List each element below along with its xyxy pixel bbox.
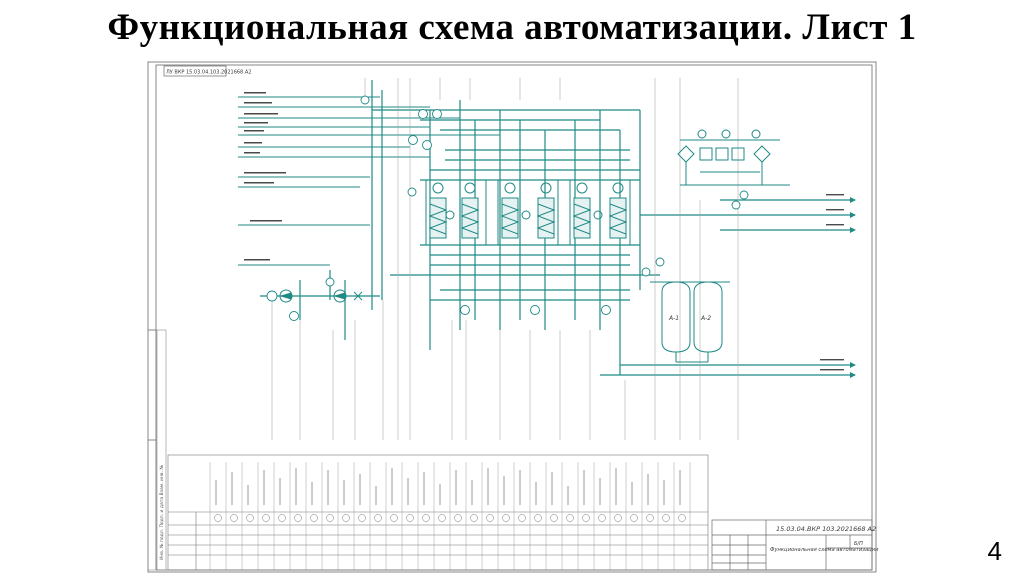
adsorber-a2-label: А-2 xyxy=(700,315,711,322)
title-block-name: Функциональная схема автоматизации xyxy=(770,547,879,553)
left-stamp-columns xyxy=(147,329,167,571)
heat-exchanger-block xyxy=(677,129,790,186)
table-label-strokes xyxy=(215,468,681,505)
title-block-sheet: Б/П xyxy=(854,541,863,547)
left-stamp-text: Инв. № подл. Подп. и дата Взам. инв. № xyxy=(159,465,165,560)
left-input-lines xyxy=(238,96,500,266)
page-number: 4 xyxy=(987,536,1002,566)
drawing-frame xyxy=(147,61,877,573)
output-labels xyxy=(820,194,844,371)
pump-symbols xyxy=(279,289,363,303)
reactor-unit-2 xyxy=(497,179,559,246)
adsorber-a1 xyxy=(661,281,691,353)
reactor-unit-1 xyxy=(425,179,487,246)
instrument-leaders xyxy=(271,78,739,440)
table-columns xyxy=(209,462,691,570)
instrument-table xyxy=(167,454,709,571)
top-doc-code: ЛУ ВКР 15.03.04.103.2021668.А2 xyxy=(166,70,251,76)
top-code-box: ЛУ ВКР 15.03.04.103.2021668.А2 xyxy=(163,65,251,77)
adsorber-a2 xyxy=(693,281,723,353)
reactor-unit-3 xyxy=(569,179,631,246)
title-block-code: 15.03.04.ВКР 103.2021668 А2 xyxy=(776,525,876,533)
table-bubbles xyxy=(214,514,686,522)
output-arrows xyxy=(850,197,856,378)
title-block xyxy=(711,519,873,571)
adsorber-a1-label: А-1 xyxy=(668,315,679,322)
process-lines xyxy=(260,80,850,376)
instrument-bubbles xyxy=(266,95,749,321)
left-label-stubs xyxy=(244,92,286,261)
slide-title: Функциональная схема автоматизации. Лист… xyxy=(107,7,917,48)
